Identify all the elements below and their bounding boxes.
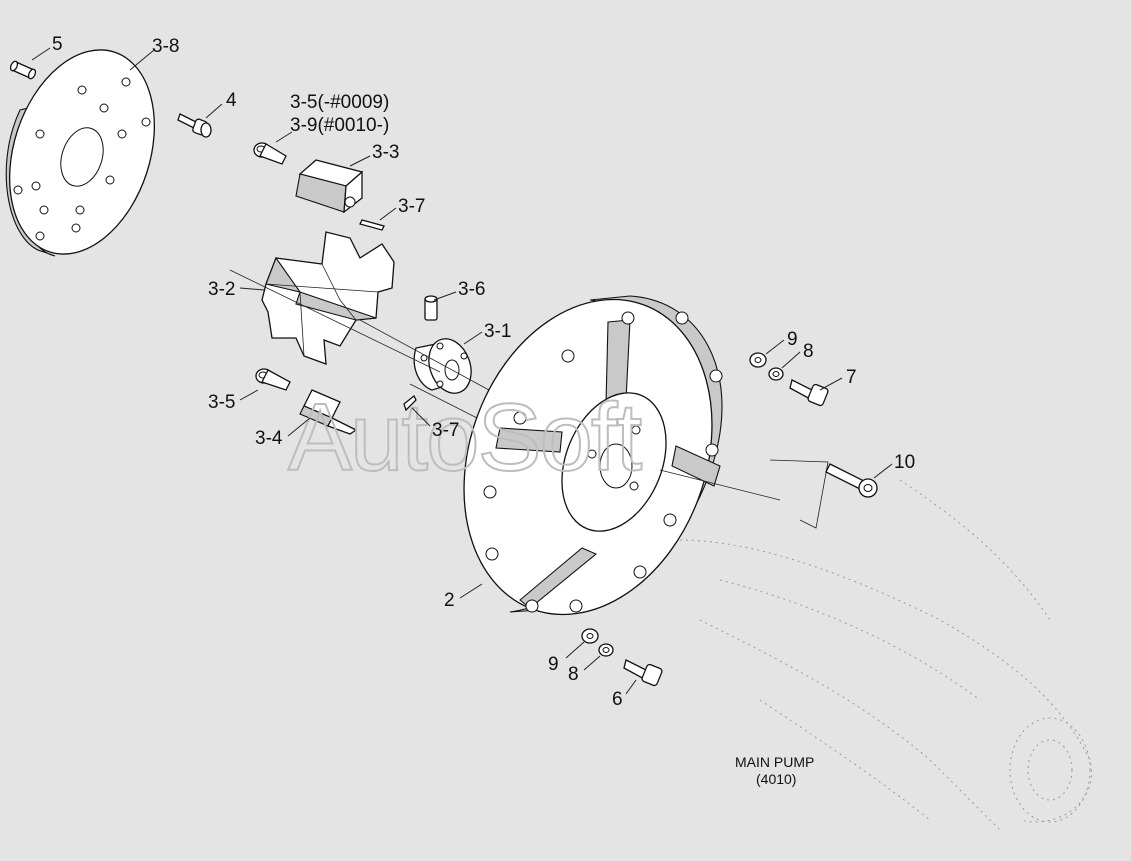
screw-3-5-top [253, 142, 287, 165]
label-2: 2 [444, 590, 455, 611]
label-8-bottom: 8 [568, 664, 579, 685]
label-3-4: 3-4 [255, 428, 283, 449]
flywheel-plate-2 [463, 295, 723, 616]
leader-lines [31, 47, 893, 695]
bolt-7 [789, 379, 829, 407]
label-5: 5 [52, 34, 63, 55]
screw-3-5 [255, 368, 291, 391]
pin-3-7 [403, 394, 417, 412]
label-9-bottom: 9 [548, 654, 559, 675]
label-7: 7 [846, 367, 857, 388]
washer-9-bottom [581, 628, 599, 644]
watermark: AutoSoft [288, 384, 642, 491]
washer-8-top [768, 367, 784, 381]
label-3-2: 3-2 [208, 279, 235, 300]
label-3-3: 3-3 [372, 142, 399, 163]
label-3-6: 3-6 [458, 279, 485, 300]
hub-block-3-3 [295, 159, 364, 214]
bolt-4 [177, 113, 212, 138]
label-3-9: 3-9(#0010-) [290, 115, 389, 136]
main-pump-ghost [679, 479, 1092, 831]
label-10: 10 [894, 452, 915, 473]
washer-9-top [749, 352, 767, 368]
label-6: 6 [612, 689, 623, 710]
label-4: 4 [226, 90, 237, 111]
pin-5 [9, 60, 37, 80]
hub-3-1 [413, 338, 472, 394]
coupling-element-3-2 [261, 231, 395, 365]
label-3-7-top: 3-7 [398, 196, 425, 217]
flange-plate-3-8 [5, 49, 156, 257]
label-3-1: 3-1 [484, 321, 511, 342]
label-3-8: 3-8 [152, 36, 179, 57]
pin-3-7-top [359, 219, 385, 231]
washer-8-bottom [598, 643, 614, 657]
clamp-block-3-4 [299, 389, 358, 435]
main-pump-code: (4010) [756, 771, 796, 787]
label-3-5-top: 3-5(-#0009) [290, 92, 389, 113]
label-3-5: 3-5 [208, 392, 235, 413]
label-9-top: 9 [787, 329, 798, 350]
main-pump-name: MAIN PUMP [735, 754, 814, 770]
bolt-10 [825, 463, 878, 498]
label-3-7: 3-7 [432, 420, 459, 441]
bolt-6 [623, 659, 663, 687]
label-8-top: 8 [803, 341, 814, 362]
set-screw-3-6 [424, 295, 438, 321]
